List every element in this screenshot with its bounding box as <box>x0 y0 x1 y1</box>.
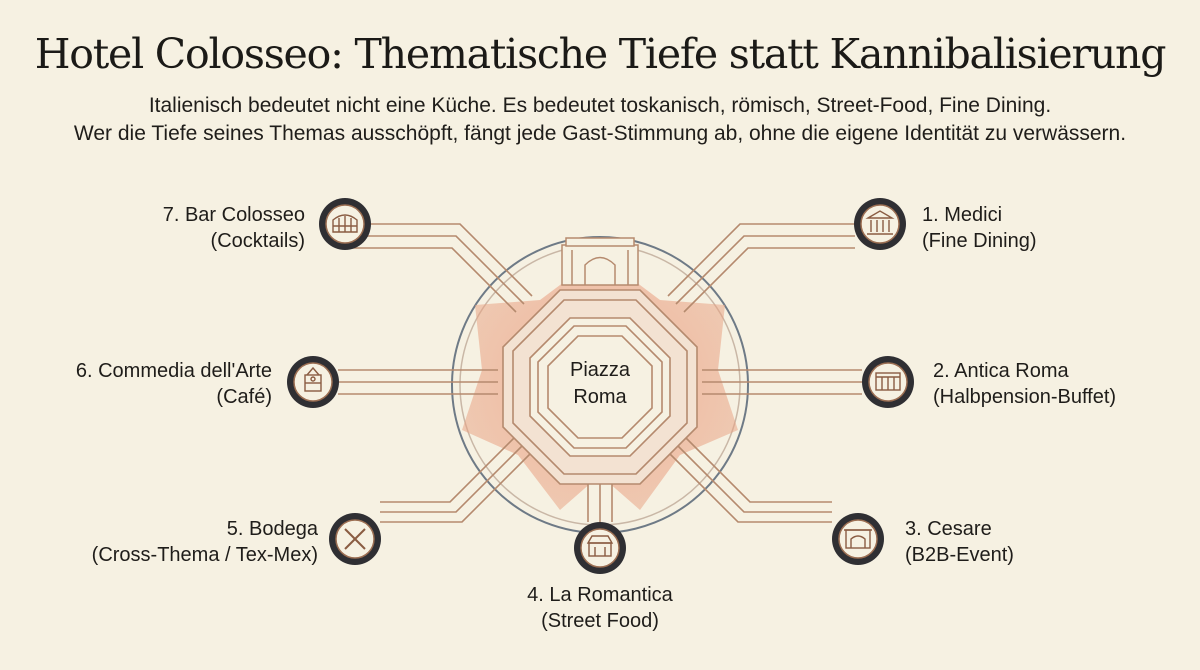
node-label-3: 3. Cesare (B2B-Event) <box>905 516 1014 568</box>
node-label-4: 4. La Romantica (Street Food) <box>500 582 700 634</box>
node-detail: (Cocktails) <box>210 230 305 252</box>
node-label-2: 2. Antica Roma (Halbpension-Buffet) <box>933 358 1116 410</box>
subtitle: Italienisch bedeutet nicht eine Küche. E… <box>0 92 1200 148</box>
gate-icon <box>561 237 639 286</box>
node-name: 4. La Romantica <box>527 584 673 606</box>
node-label-1: 1. Medici (Fine Dining) <box>922 202 1036 254</box>
node-detail: (Café) <box>216 386 272 408</box>
page-title: Hotel Colosseo: Thematische Tiefe statt … <box>34 30 1167 78</box>
node-detail: (Fine Dining) <box>922 230 1037 252</box>
node-name: 2. Antica Roma <box>933 360 1069 382</box>
buffet-icon <box>875 372 901 391</box>
node-label-6: 6. Commedia dell'Arte (Café) <box>40 358 272 410</box>
hub-octagon <box>502 289 698 485</box>
node-name: 1. Medici <box>922 204 1003 226</box>
hub-label: Piazza Roma <box>540 357 660 411</box>
arch-building-icon <box>844 529 872 549</box>
node-detail: (Street Food) <box>541 610 659 632</box>
node-label-5: 5. Bodega (Cross-Thema / Tex-Mex) <box>60 516 318 568</box>
temple-icon <box>865 210 895 235</box>
subtitle-line-1: Italienisch bedeutet nicht eine Küche. E… <box>148 94 1052 117</box>
node-6-commedia <box>287 356 339 408</box>
node-label-7: 7. Bar Colosseo (Cocktails) <box>100 202 305 254</box>
cafe-icon <box>304 366 322 392</box>
crossed-utensils-icon <box>344 528 366 550</box>
node-1-medici <box>854 198 906 250</box>
food-stand-icon <box>586 535 614 557</box>
colosseum-icon <box>332 214 358 233</box>
node-detail: (Halbpension-Buffet) <box>933 386 1117 408</box>
node-4-la-romantica <box>574 522 626 574</box>
connectors <box>338 223 862 523</box>
node-name: 6. Commedia dell'Arte <box>75 360 272 382</box>
node-3-cesare <box>832 513 884 565</box>
node-name: 3. Cesare <box>905 518 992 540</box>
node-name: 7. Bar Colosseo <box>162 204 305 226</box>
node-detail: (Cross-Thema / Tex-Mex) <box>91 544 318 566</box>
node-7-bar-colosseo <box>319 198 371 250</box>
node-name: 5. Bodega <box>226 518 318 540</box>
subtitle-line-2: Wer die Tiefe seines Themas ausschöpft, … <box>73 122 1127 145</box>
hub-label-line-2: Roma <box>573 386 627 408</box>
node-detail: (B2B-Event) <box>905 544 1014 566</box>
hub-label-line-1: Piazza <box>569 359 631 381</box>
node-2-antica-roma <box>862 356 914 408</box>
node-5-bodega <box>329 513 381 565</box>
